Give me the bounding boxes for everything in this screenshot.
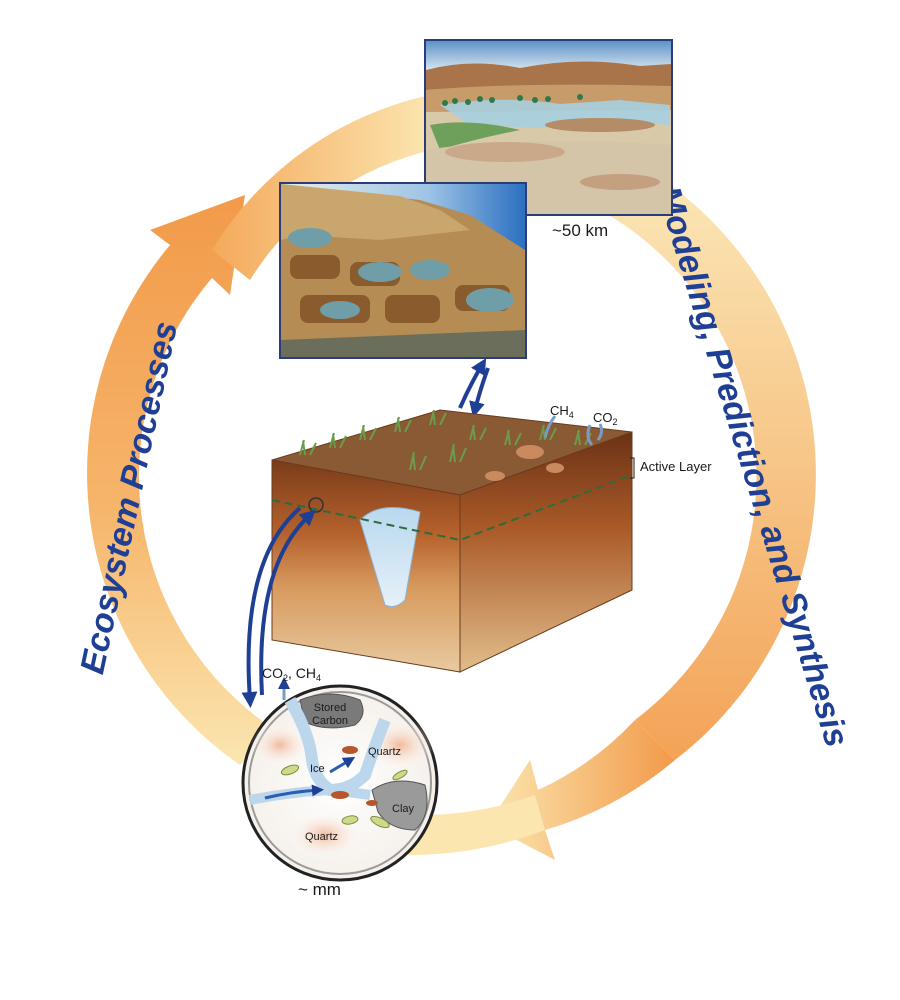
active-layer-label: Active Layer xyxy=(640,459,712,474)
bottom-left-arc xyxy=(405,795,545,856)
micro-scale-label: ~ mm xyxy=(298,880,341,899)
left-cycle-arc xyxy=(87,195,275,765)
micro-pore-circle xyxy=(241,677,439,882)
co2-label: CO2 xyxy=(593,410,618,427)
scale-link-arrows-bottom xyxy=(241,506,316,708)
quartz-bottom-label: Quartz xyxy=(305,831,338,843)
polygon-terrain-panel xyxy=(279,182,527,359)
ch4-label: CH4 xyxy=(550,403,574,420)
micro-gas-label: CO2, CH4 xyxy=(262,665,321,683)
landscape-scale-label: ~50 km xyxy=(552,221,608,240)
ice-label: Ice xyxy=(310,763,325,775)
soil-block xyxy=(271,409,635,673)
stored-carbon-label-2: Carbon xyxy=(312,715,348,727)
scale-link-arrows-top xyxy=(458,358,490,418)
stored-carbon-label-1: Stored xyxy=(314,702,346,714)
landscape-panel xyxy=(420,39,673,216)
quartz-top-label: Quartz xyxy=(368,746,401,758)
right-cycle-arc xyxy=(600,165,816,760)
clay-label: Clay xyxy=(392,803,415,815)
